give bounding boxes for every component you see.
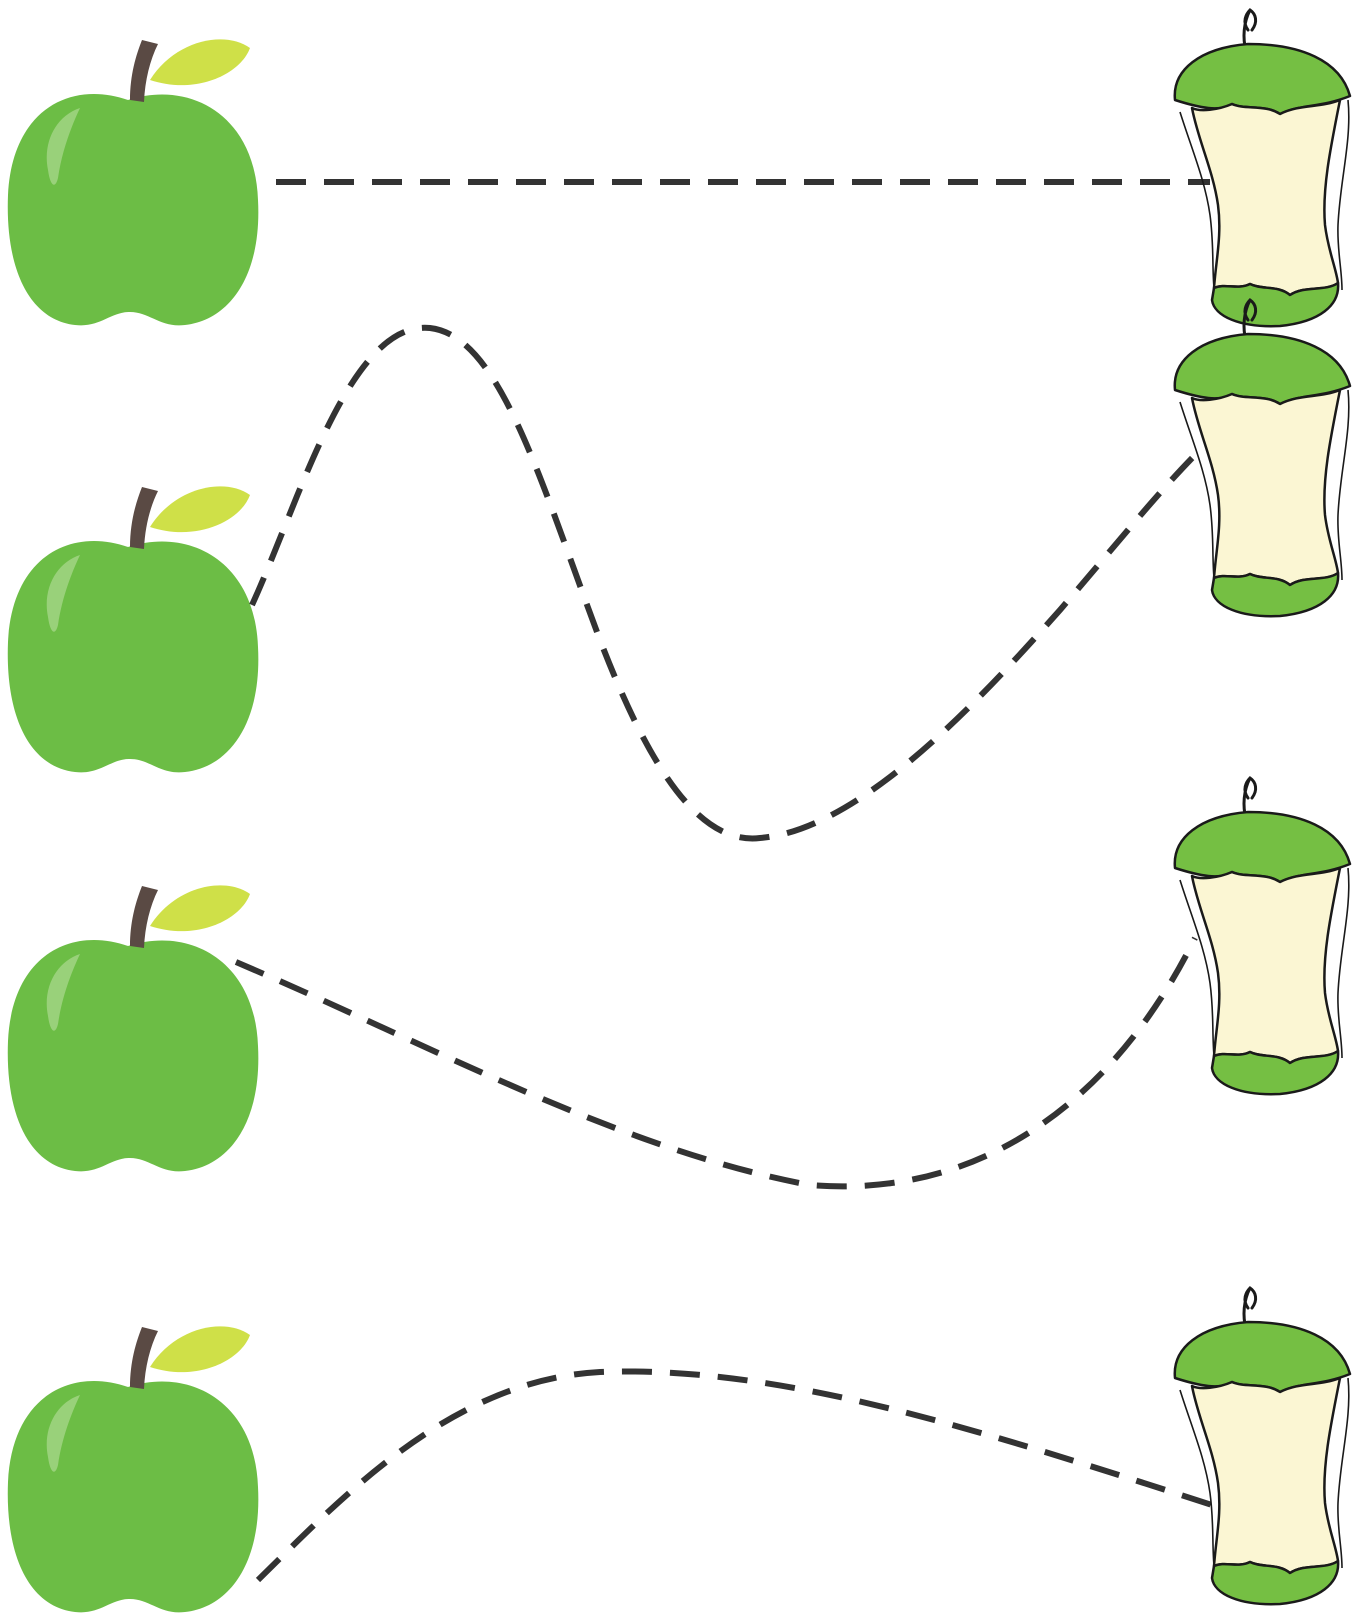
- apple-core-icon: [1173, 298, 1352, 618]
- trace-line-hill[interactable]: [255, 1368, 1213, 1583]
- apple-core-icon: [1173, 776, 1352, 1096]
- trace-line-wave[interactable]: [249, 324, 1203, 842]
- apple-core-icon: [1173, 8, 1352, 328]
- apple-icon: [7, 486, 259, 773]
- trace-line-valley[interactable]: [234, 936, 1198, 1190]
- apple-icon: [7, 39, 259, 326]
- apple-icon: [7, 885, 259, 1172]
- apple-icon: [7, 1326, 259, 1613]
- apple-core-icon: [1173, 1286, 1352, 1606]
